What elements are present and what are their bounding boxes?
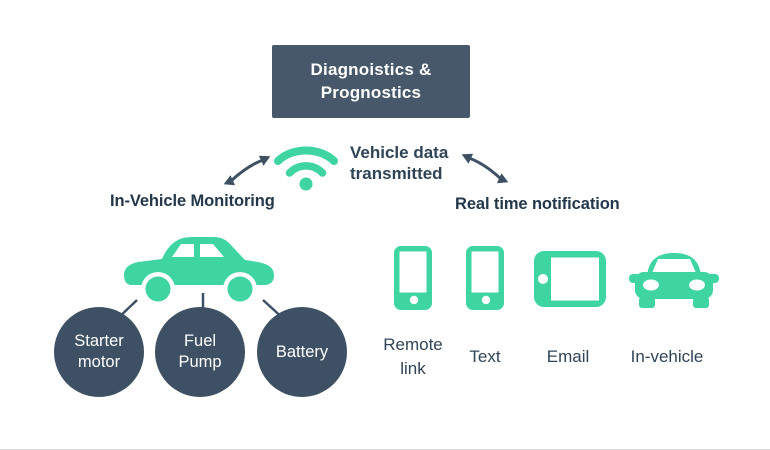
double-arrow-icon [221, 150, 273, 192]
remote-link-label: Remote link [383, 335, 443, 379]
wifi-icon [271, 140, 341, 192]
starter-motor-label: Starter motor [74, 332, 124, 371]
email-label: Email [546, 347, 590, 366]
in-vehicle-monitoring-heading: In-Vehicle Monitoring [110, 192, 275, 210]
in-vehicle-label: In-vehicle [630, 347, 704, 366]
vehicle-data-transmitted-label: Vehicle data transmitted [350, 143, 449, 183]
diagnostics-prognostics-title: Diagnoistics & Prognostics [310, 60, 432, 102]
fuel-pump-label: Fuel Pump [178, 332, 222, 371]
component-circle-fuel-pump: Fuel Pump [155, 307, 245, 397]
battery-label: Battery [275, 342, 329, 361]
component-circle-battery: Battery [257, 307, 347, 397]
car-side-icon [118, 227, 280, 311]
real-time-notification-heading: Real time notification [455, 195, 620, 213]
car-front-icon [629, 245, 719, 311]
smartphone-icon [466, 246, 504, 310]
component-circle-starter-motor: Starter motor [54, 307, 144, 397]
text-label: Text [469, 347, 501, 366]
smartphone-icon [394, 246, 432, 310]
double-arrow-icon [459, 148, 511, 190]
tablet-icon [534, 251, 606, 307]
diagnostics-prognostics-box: Diagnoistics & Prognostics [272, 45, 470, 118]
